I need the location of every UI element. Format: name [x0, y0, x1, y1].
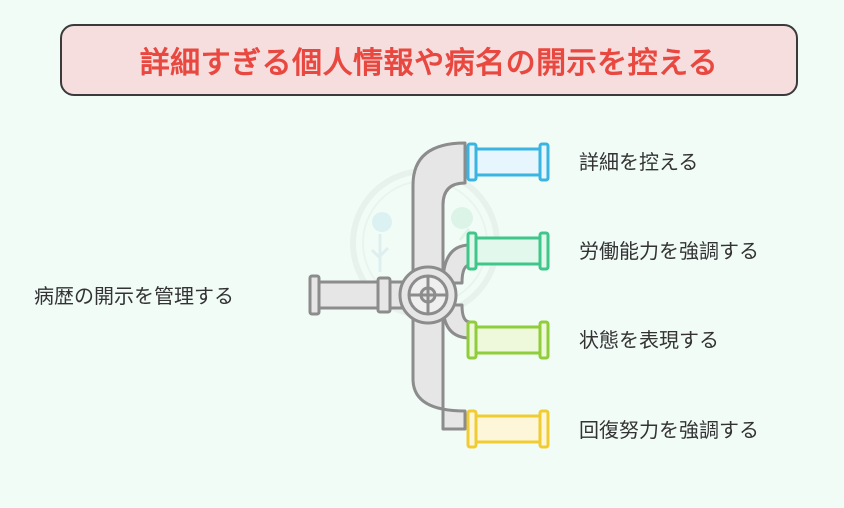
outlet-pipe-1 [466, 142, 550, 182]
outlet-pipe-4 [466, 409, 550, 449]
output-label-1: 詳細を控える [579, 150, 699, 174]
outlet-pipe-3 [466, 320, 550, 360]
valve-icon [398, 265, 458, 325]
output-label-3: 状態を表現する [579, 328, 719, 352]
outlet-pipes [466, 142, 550, 449]
title-banner: 詳細すぎる個人情報や病名の開示を控える [60, 24, 798, 96]
output-label-4: 回復努力を強調する [579, 418, 759, 442]
output-label-2: 労働能力を強調する [579, 239, 759, 263]
page-title: 詳細すぎる個人情報や病名の開示を控える [139, 46, 719, 81]
outlet-pipe-2 [466, 231, 550, 271]
source-label: 病歴の開示を管理する [34, 284, 234, 308]
